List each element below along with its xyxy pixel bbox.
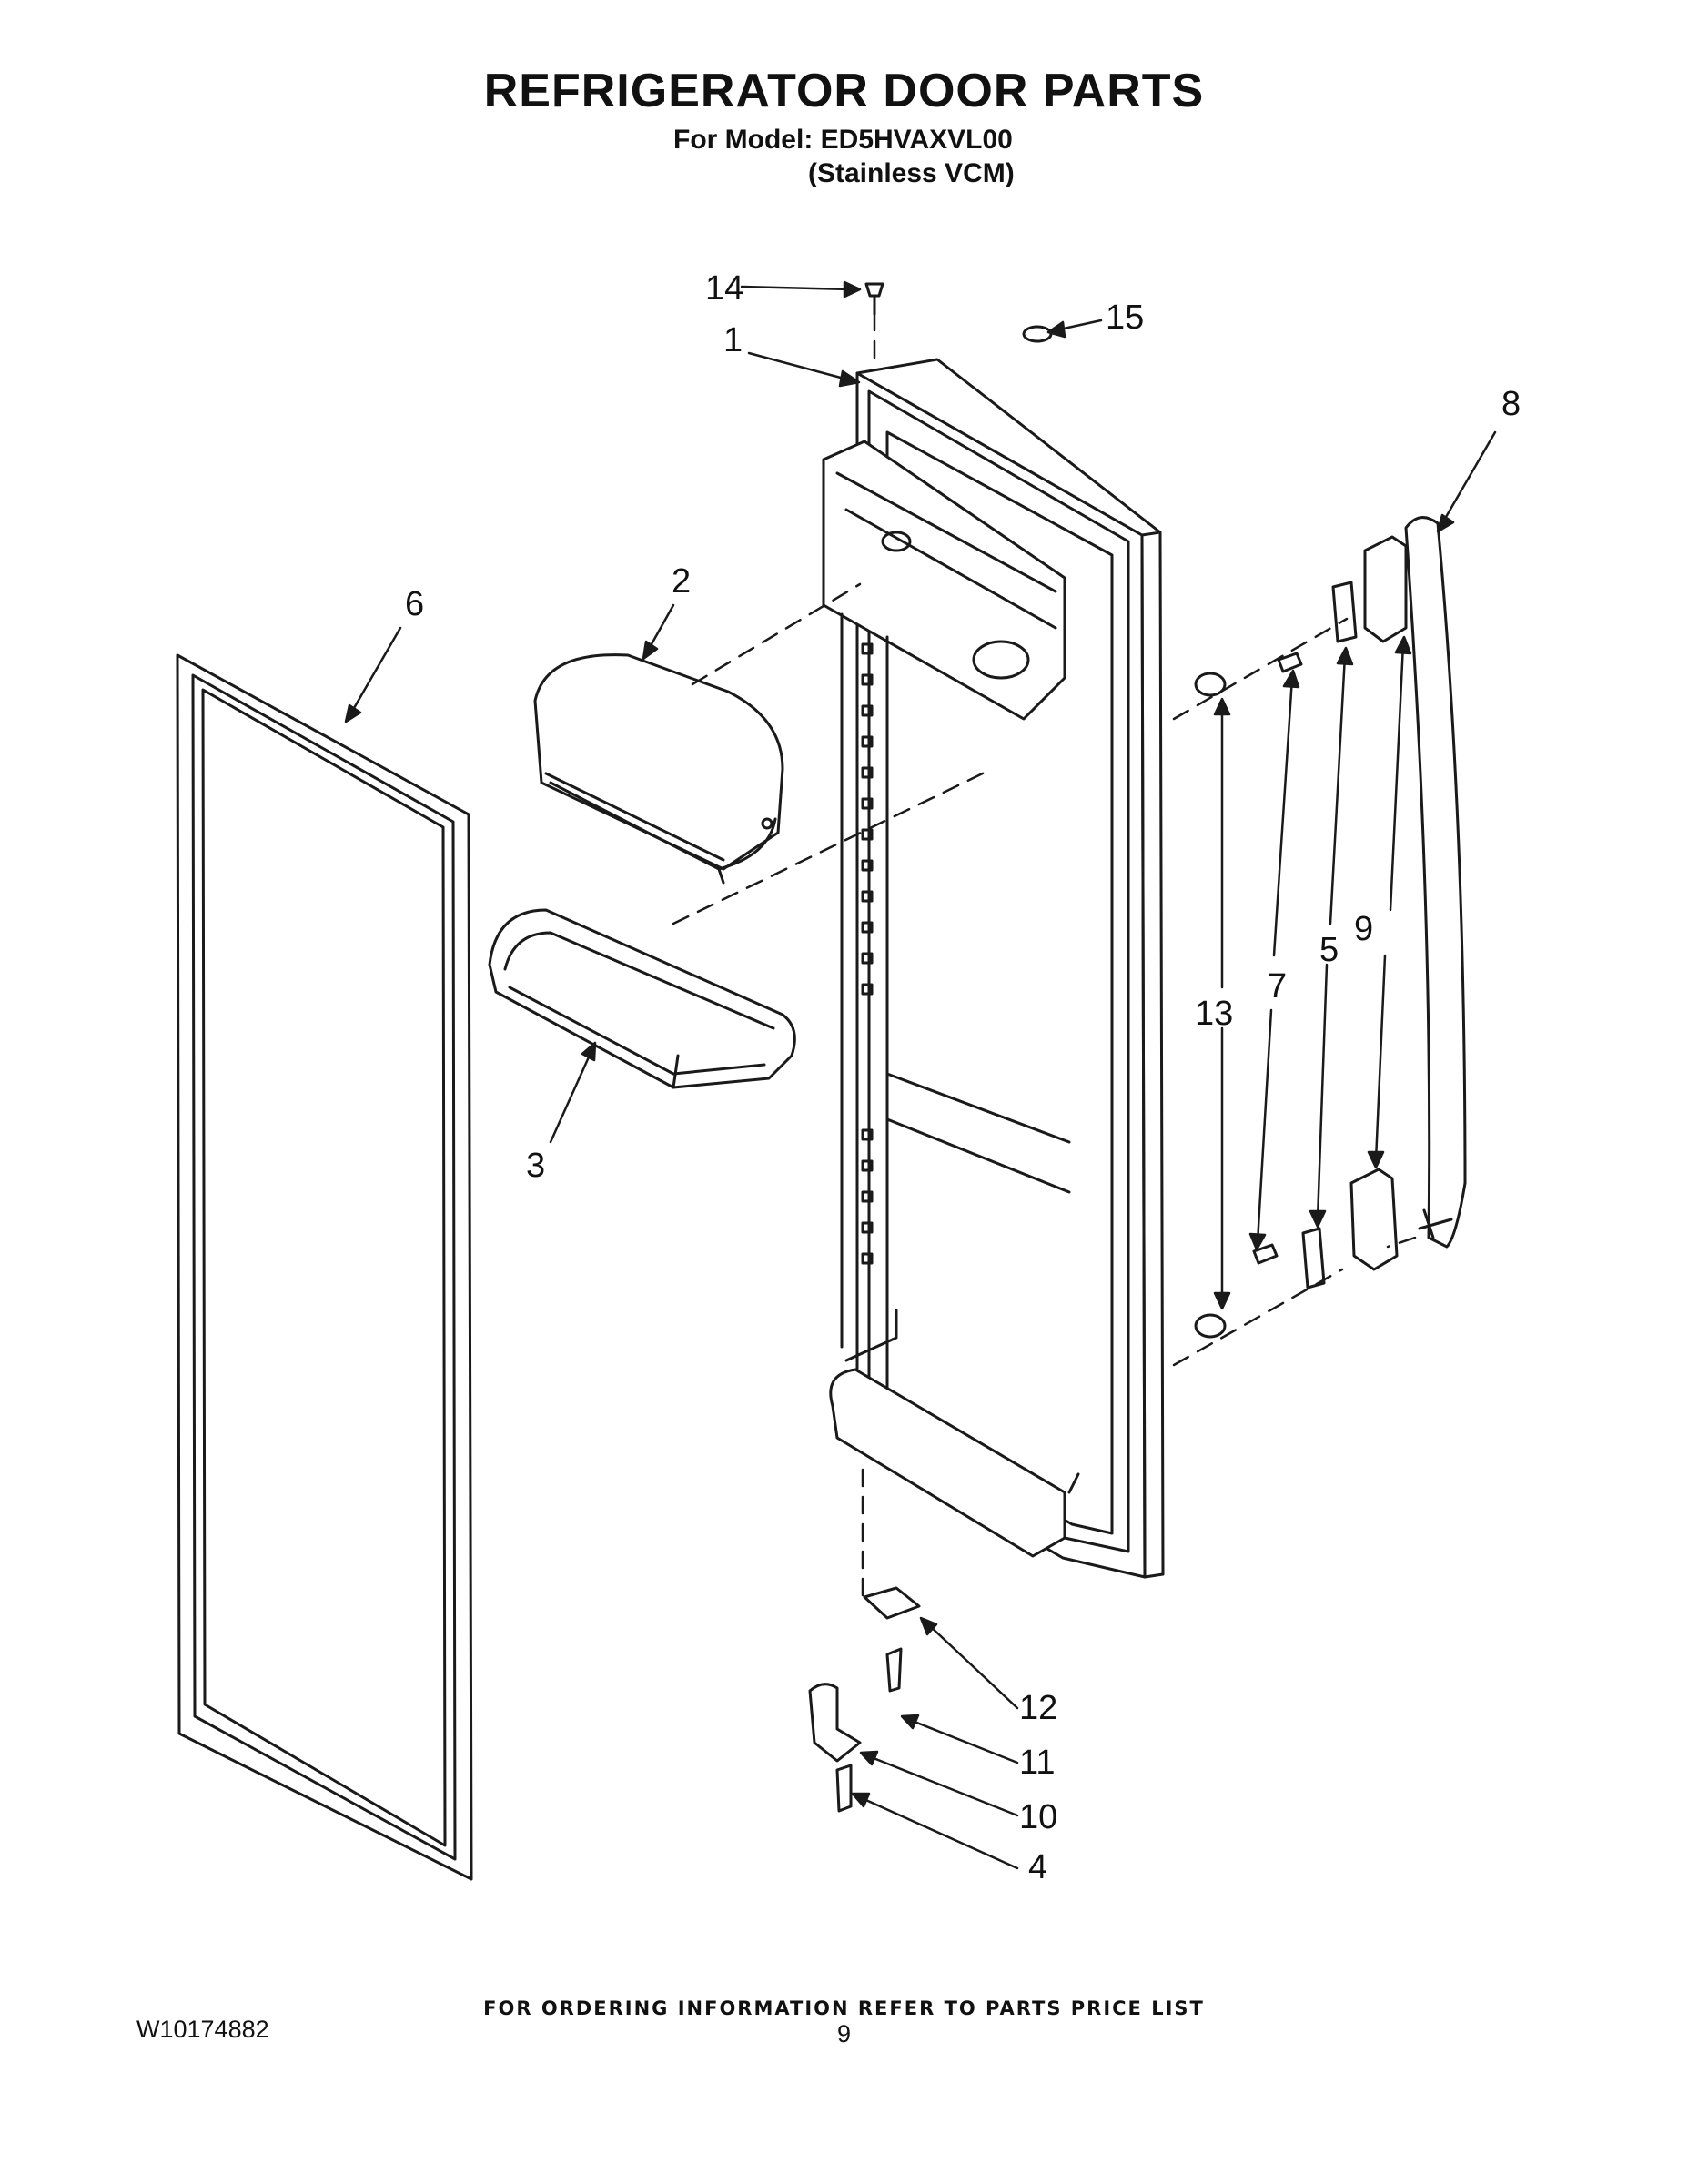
model-line: For Model: ED5HVAXVL00 — [673, 125, 1013, 155]
callout-3: 3 — [526, 1147, 546, 1185]
callout-5: 5 — [1319, 931, 1339, 969]
callout-9: 9 — [1354, 910, 1374, 948]
finish-line: (Stainless VCM) — [808, 158, 1015, 188]
assembly-lines — [672, 312, 1417, 1603]
callout-12: 12 — [1019, 1689, 1058, 1727]
page-title: REFRIGERATOR DOOR PARTS — [483, 65, 1205, 117]
document-number: W10174882 — [136, 2016, 269, 2043]
callout-1: 1 — [723, 321, 743, 359]
page-number: 9 — [836, 2020, 852, 2048]
door-gasket — [176, 653, 473, 1881]
ordering-note: FOR ORDERING INFORMATION REFER TO PARTS … — [483, 1997, 1205, 2019]
callout-7: 7 — [1268, 967, 1288, 1006]
top-washer — [1022, 325, 1053, 343]
top-plug — [864, 282, 884, 316]
handle-caps — [1349, 535, 1408, 1271]
callout-11: 11 — [1019, 1744, 1056, 1782]
hinge-hardware — [808, 1586, 921, 1813]
upper-bin-cover — [533, 653, 784, 885]
bracket-screws — [1252, 652, 1303, 1265]
callout-15: 15 — [1106, 298, 1145, 337]
callout-4: 4 — [1028, 1848, 1048, 1886]
door-liner — [822, 358, 1165, 1579]
door-bin — [488, 908, 796, 1089]
callout-2: 2 — [672, 562, 692, 601]
callout-14: 14 — [705, 269, 744, 308]
door-handle — [1404, 516, 1467, 1249]
callout-6: 6 — [405, 585, 425, 623]
callout-8: 8 — [1501, 385, 1521, 423]
mounting-brackets — [1301, 581, 1358, 1289]
grommets — [1194, 672, 1227, 1339]
callout-13: 13 — [1195, 995, 1234, 1033]
callout-10: 10 — [1019, 1798, 1058, 1836]
leader-arrows — [344, 280, 1497, 1870]
